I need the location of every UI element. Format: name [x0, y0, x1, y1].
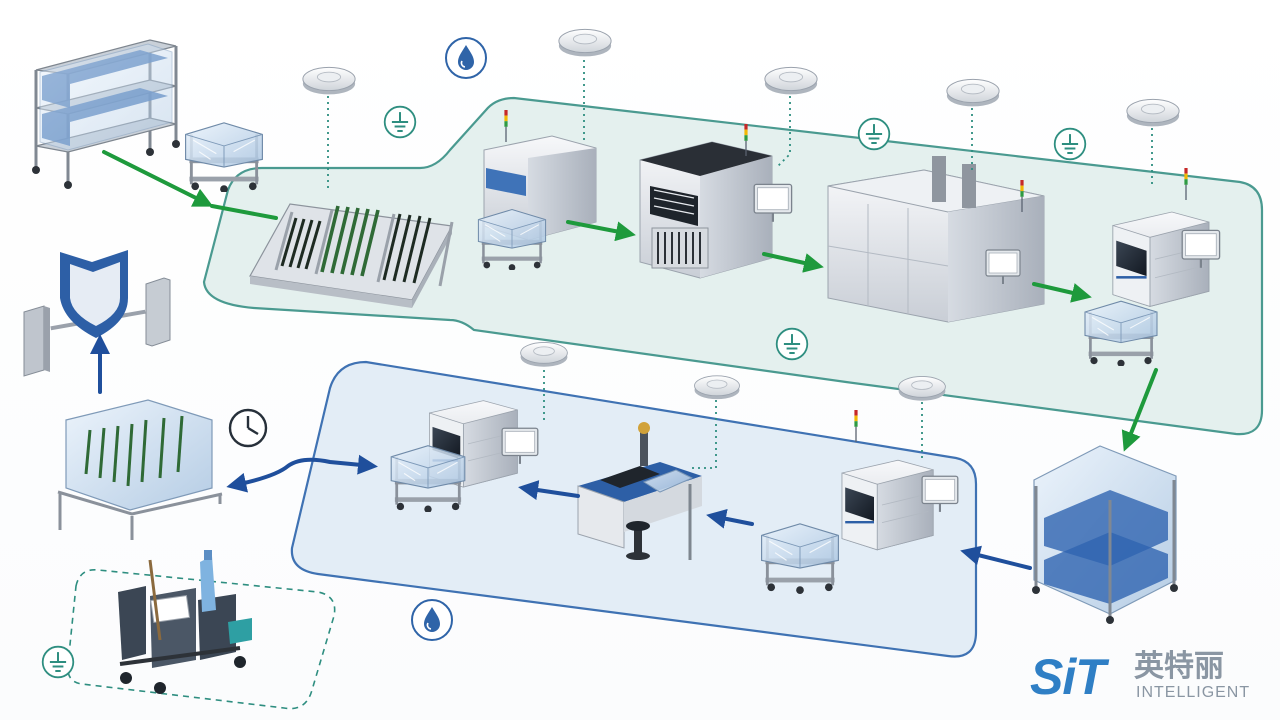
- storage-rack-right: [1032, 445, 1178, 624]
- storage-rack-top-left: [32, 39, 180, 189]
- ceiling-sensor-icon: [694, 375, 740, 400]
- cleaning-cart: [118, 550, 252, 694]
- ground-symbol-icon: [857, 117, 891, 151]
- cleaning-supplies-zone: [66, 569, 336, 710]
- ceiling-sensor-icon: [946, 78, 1000, 107]
- pick-and-place-machine: [639, 124, 773, 279]
- brand-logo-mark: SiT: [1030, 649, 1110, 705]
- ceiling-sensor-icon: [764, 66, 818, 95]
- ground-symbol-icon: [1053, 127, 1087, 161]
- ceiling-sensor-icon: [302, 66, 356, 95]
- brand-logo: SiT 英特丽 INTELLIGENT: [1030, 649, 1250, 705]
- ceiling-sensors: [327, 60, 1153, 469]
- functional-test-machine: [841, 459, 934, 551]
- repair-workbench: [577, 422, 702, 560]
- ceiling-sensor-icon: [520, 342, 568, 368]
- brand-name-english: INTELLIGENT: [1136, 684, 1250, 701]
- ground-symbol-icon: [41, 645, 75, 679]
- brand-name-chinese: 英特丽: [1134, 649, 1224, 684]
- ground-symbol-icon: [775, 327, 809, 361]
- ground-symbol-icon: [383, 105, 417, 139]
- water-drop-icon: [411, 599, 453, 641]
- security-shield-icon: [60, 250, 128, 338]
- bagged-pcb-cart-left: [57, 399, 223, 540]
- ceiling-sensor-icon: [1126, 98, 1180, 127]
- ceiling-sensor-icon: [898, 376, 946, 402]
- ceiling-sensor-icon: [558, 28, 612, 57]
- process-flow-arrows: [90, 150, 1158, 570]
- clock-icon: [228, 408, 268, 448]
- water-drop-icon: [445, 37, 487, 79]
- pcb-magazine-loader: [249, 203, 454, 308]
